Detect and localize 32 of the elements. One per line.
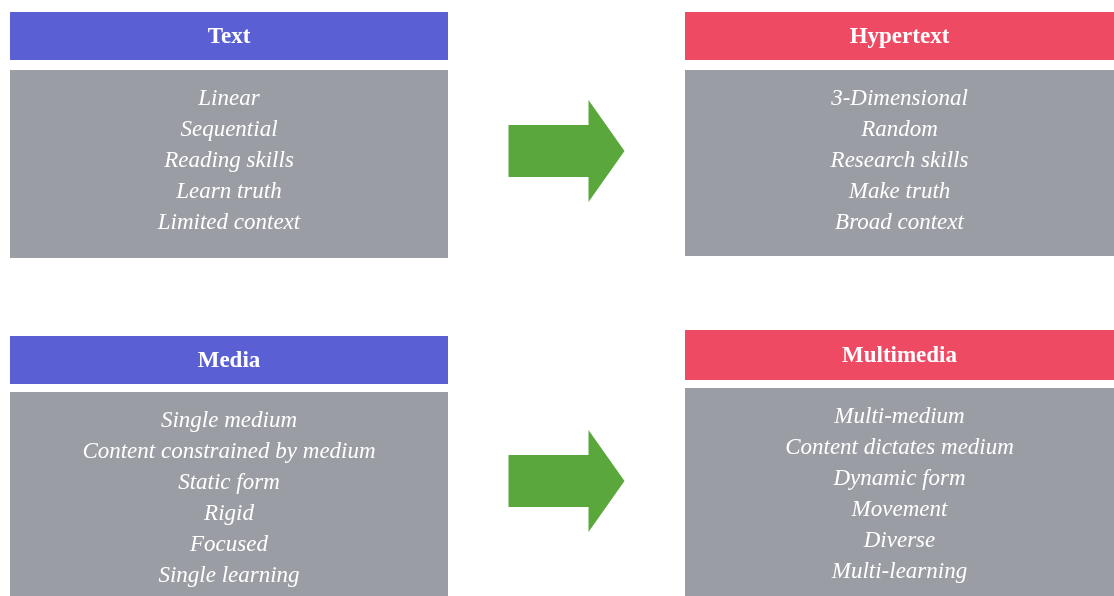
list-item: Single learning [157,561,301,589]
list-item: Dynamic form [832,464,967,492]
list-item: Focused [189,530,269,558]
list-item: Research skills [829,146,970,174]
list-item: Broad context [834,208,966,236]
list-item: Learn truth [175,177,283,205]
list-item: Sequential [179,115,279,143]
list-item: 3-Dimensional [830,84,969,112]
list-item: Multi-medium [833,402,966,430]
list-item: Single medium [159,406,299,434]
list-item: Random [860,115,939,143]
list-item: Diverse [862,526,937,554]
header-bar: Media [10,336,448,384]
content-panel [685,70,1114,256]
content-panel [10,392,448,596]
content-panel [10,70,448,258]
list-item: Static form [177,468,281,496]
list-item: Reading skills [163,146,295,174]
list-item: Content dictates medium [784,433,1015,461]
content-panel [685,388,1114,596]
list-item: Movement [850,495,949,523]
header-bar: Multimedia [685,330,1114,380]
list-item: Make truth [847,177,952,205]
list-item: Rigid [203,499,255,527]
list-item: Content constrained by medium [81,437,377,465]
block-arrow [508,100,625,202]
header-bar: Text [10,12,448,60]
header-bar: Hypertext [685,12,1114,60]
block-arrow [508,430,625,532]
list-item: Limited context [156,208,302,236]
list-item: Linear [197,84,261,112]
list-item: Multi-learning [830,557,969,585]
